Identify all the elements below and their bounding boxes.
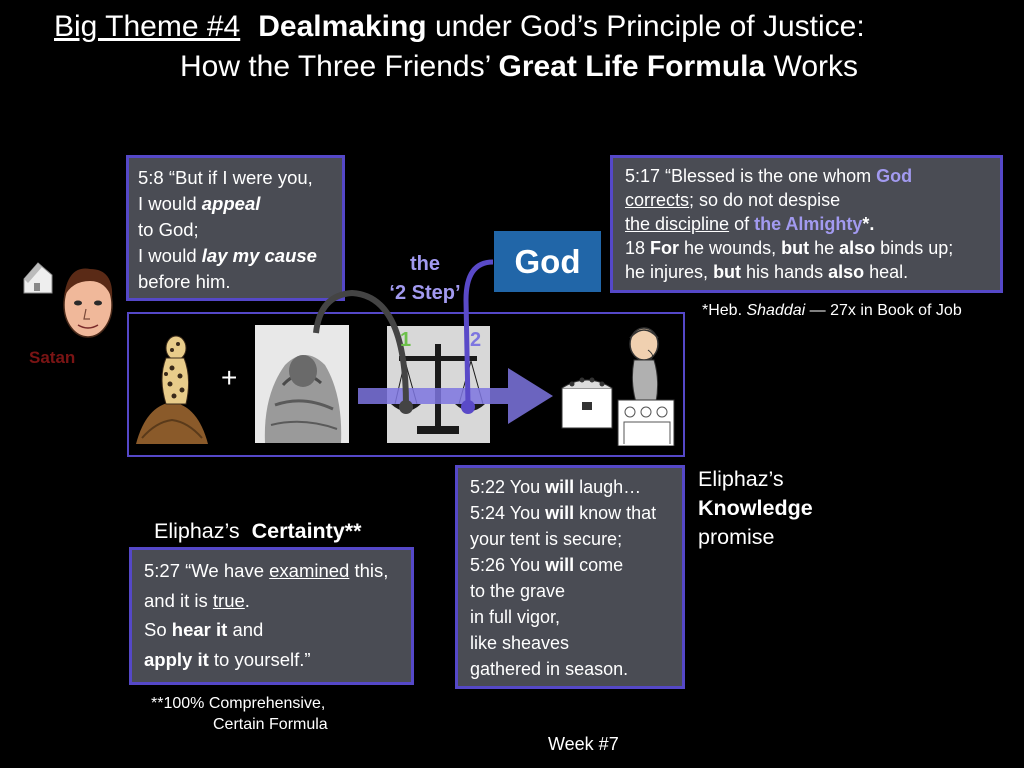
theme-number: Big Theme #4 [54,10,241,43]
blessed-line: corrects; so do not despise [625,190,841,210]
step2-curve-icon [463,259,494,406]
title-rest: under God’s Principle of Justice: [434,10,865,43]
certainty-heading: Eliphaz’s Certainty** [154,519,362,543]
will-line: like sheaves [470,633,570,653]
appeal-line: I would lay my cause [138,245,317,266]
will-line: your tent is secure; [470,529,623,549]
progress-arrow-icon [358,368,553,424]
rich-man-treasure-icon [561,327,675,447]
job-sores-icon [136,335,208,444]
step1-endpoint-icon [399,400,413,414]
will-line: gathered in season. [470,659,629,679]
appeal-line: before him. [138,271,231,292]
god-label: God [514,242,581,280]
step2-number: 2 [470,329,482,351]
god-box: God [494,231,601,292]
step1-number: 1 [400,329,412,351]
title-bold-dealmaking: Dealmaking [258,10,427,43]
appeal-line: to God; [138,219,199,240]
week-label: Week #7 [548,734,619,754]
blessed-verse-box: 5:17 “Blessed is the one whom God correc… [610,155,1003,293]
appeal-line: 5:8 “But if I were you, [138,167,313,188]
title2-bold: Great Life Formula [498,50,766,83]
certainty-line: So hear it and [144,619,264,640]
step2-endpoint-icon [461,400,475,414]
satan-label: Satan [29,348,76,367]
appeal-line: I would appeal [138,193,261,214]
blessed-line: 5:17 “Blessed is the one whom God [625,166,913,186]
prosperous-man-image [560,320,676,447]
appeal-verse-box: 5:8 “But if I were you, I would appeal t… [126,155,345,301]
formula-footnote: **100% Comprehensive, Certain Formula [151,695,328,733]
will-line: 5:26 You will come [470,555,624,575]
job-ash-heap-image [136,328,208,444]
blessed-line: 18 For he wounds, but he also binds up; [625,238,954,258]
blessed-line: he injures, but his hands also heal. [625,262,909,282]
satan-face-icon [23,262,113,338]
certainty-verse-box: 5:27 “We have examined this, and it is t… [129,547,414,685]
blessed-line: the discipline of the Almighty*. [625,214,875,234]
will-line: in full vigor, [470,607,561,627]
grieving-man-image [255,325,349,443]
slide-title-line1: Big Theme #4 Dealmaking under God’s Princ… [54,10,865,44]
shaddai-footnote: *Heb. Shaddai — 27x in Book of Job [702,302,962,319]
will-line: to the grave [470,581,566,601]
title2-pre: How the Three Friends’ [180,50,491,83]
certainty-line: and it is true. [144,589,250,611]
knowledge-heading: Eliphaz’s Knowledge promise [698,467,813,549]
satan-figure [20,255,120,350]
will-line: 5:24 You will know that [470,503,657,523]
formula-illustration-panel [127,312,685,457]
title2-post: Works [773,50,858,83]
certainty-line: 5:27 “We have examined this, [144,560,389,581]
will-line: 5:22 You will laugh… [470,477,642,497]
kneeling-man-icon [264,355,342,443]
certainty-line: apply it to yourself.” [144,648,311,670]
plus-sign: + [221,362,238,393]
step1-curve-icon [313,289,409,406]
slide-title-line2: How the Three Friends’ Great Life Formul… [180,50,858,84]
two-step-label: the ‘2 Step’ [389,253,461,304]
will-verse-box: 5:22 You will laugh… 5:24 You will know … [455,465,685,689]
